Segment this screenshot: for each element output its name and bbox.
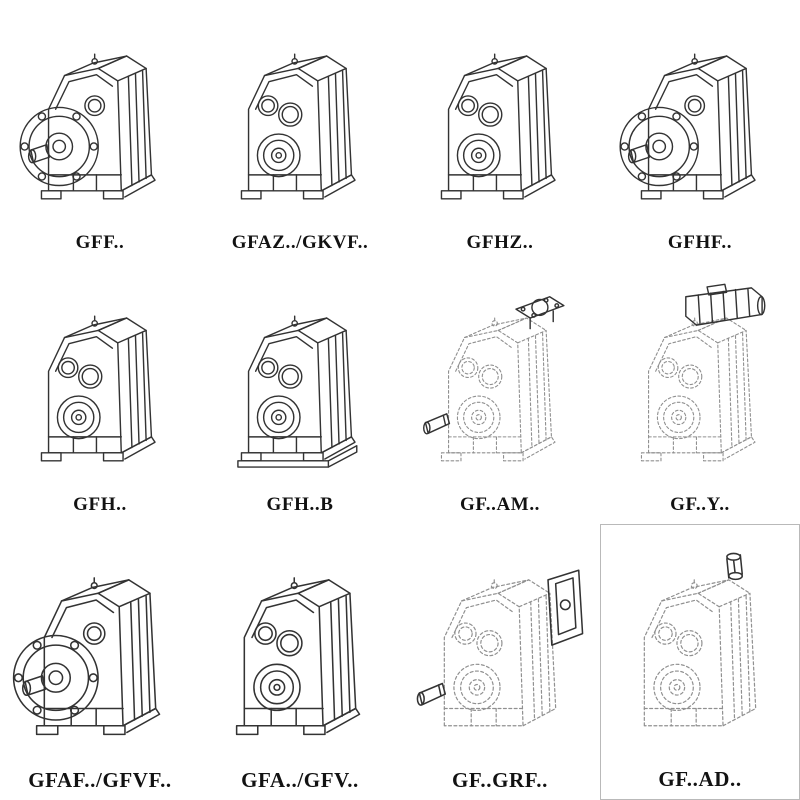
gearbox-drawing-icon — [416, 569, 584, 727]
catalog-cell-gfh-b: GFH..B — [200, 262, 400, 524]
catalog-cell-gfhz: GFHZ.. — [400, 0, 600, 262]
catalog-cell-gf-y: GF..Y.. — [600, 262, 800, 524]
gearbox-agitator-flange-figure — [402, 528, 598, 769]
gearbox-drawing-icon — [40, 315, 156, 462]
model-label: GFHF.. — [667, 232, 733, 254]
model-label: GF..GRF.. — [451, 767, 549, 792]
flange-mounted-gearbox-figure — [2, 4, 198, 233]
model-label: GF..AD.. — [658, 766, 742, 791]
hollow-shaft-gearbox-figure — [402, 4, 598, 233]
model-label: GFH.. — [73, 494, 127, 516]
catalog-cell-gfhf: GFHF.. — [600, 0, 800, 262]
model-label: GFAF../GFVF.. — [28, 767, 172, 792]
foot-mounted-gearbox-figure — [2, 266, 198, 495]
flange-mounted-gearbox-figure — [2, 528, 198, 769]
model-label: GFF.. — [75, 232, 125, 254]
gearbox-drawing-icon — [237, 315, 358, 468]
model-label: GFAZ../GKVF.. — [231, 232, 369, 254]
gearbox-drawing-icon — [12, 577, 161, 736]
gearbox-drawing-icon — [619, 53, 756, 200]
catalog-cell-gfaz-gkvf: GFAZ../GKVF.. — [200, 0, 400, 262]
catalog-cell-gfh: GFH.. — [0, 262, 200, 524]
model-label: GF..Y.. — [670, 494, 730, 516]
gearbox-drawing-icon — [235, 577, 361, 736]
shaft-mounted-gearbox-figure — [202, 4, 398, 233]
gearbox-drawing-icon — [19, 53, 156, 200]
catalog-cell-gff: GFF.. — [0, 0, 200, 262]
gearbox-input-shaft-figure — [603, 529, 797, 768]
model-label: GFA../GFV.. — [241, 767, 359, 792]
catalog-cell-gfaf-gfvf: GFAF../GFVF.. — [0, 524, 200, 800]
catalog-cell-gf-am: GF..AM.. — [400, 262, 600, 524]
model-label: GFHZ.. — [466, 232, 534, 254]
gearbox-with-motor-figure — [602, 266, 798, 495]
catalog-cell-gf-ad: GF..AD.. — [600, 524, 800, 800]
gearbox-drawing-icon — [640, 283, 766, 462]
catalog-cell-gfa-gfv: GFA../GFV.. — [200, 524, 400, 800]
catalog-cell-gf-grf: GF..GRF.. — [400, 524, 600, 800]
model-label: GF..AM.. — [459, 494, 541, 516]
gearbox-drawing-icon — [643, 553, 757, 727]
gearbox-drawing-icon — [240, 53, 356, 200]
gearbox-drawing-icon — [440, 53, 556, 200]
shaft-mounted-gearbox-figure — [202, 528, 398, 769]
gearbox-motor-adapter-figure — [402, 266, 598, 495]
flange-mounted-gearbox-figure — [602, 4, 798, 233]
gearbox-drawing-icon — [423, 295, 565, 462]
model-label: GFH..B — [266, 494, 334, 516]
foot-mounted-gearbox-base-figure — [202, 266, 398, 495]
